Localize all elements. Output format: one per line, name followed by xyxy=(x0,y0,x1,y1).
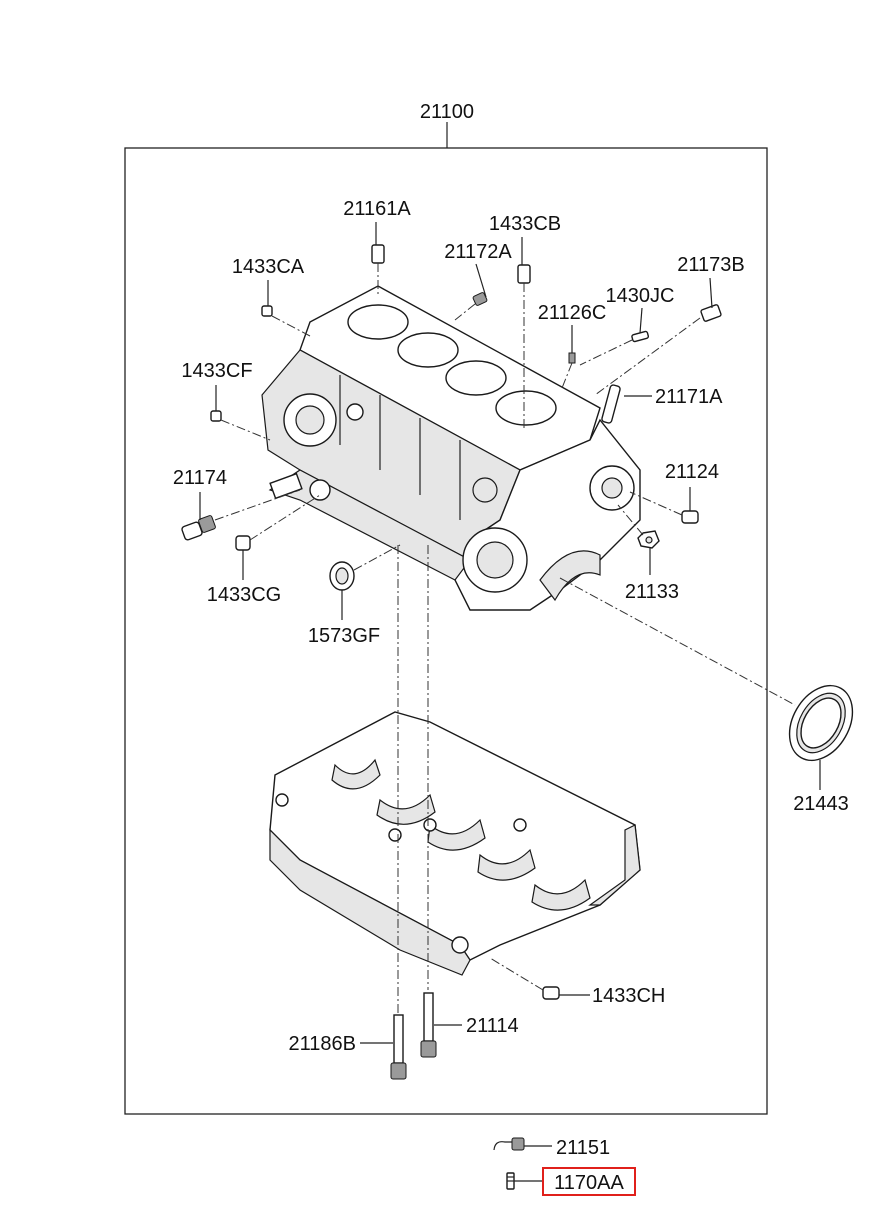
part-1433CB[interactable] xyxy=(517,264,531,284)
label-21126C[interactable]: 21126C xyxy=(538,302,607,324)
part-1433CF[interactable] xyxy=(210,410,222,422)
part-1170AA[interactable] xyxy=(506,1172,515,1190)
part-21171A[interactable] xyxy=(601,384,621,424)
label-21173B[interactable]: 21173B xyxy=(677,254,744,276)
part-21133[interactable] xyxy=(637,530,660,549)
part-21124[interactable] xyxy=(681,510,699,524)
label-21172A[interactable]: 21172A xyxy=(444,241,512,263)
part-21443[interactable] xyxy=(777,674,865,771)
assembly-frame xyxy=(124,147,768,1115)
part-1430JC[interactable] xyxy=(631,330,650,343)
part-21151[interactable] xyxy=(493,1137,525,1151)
label-21114[interactable]: 21114 xyxy=(466,1015,519,1037)
part-1433CA[interactable] xyxy=(261,305,273,317)
part-21126C[interactable] xyxy=(568,352,576,364)
label-21174[interactable]: 21174 xyxy=(173,467,227,489)
part-1433CH[interactable] xyxy=(542,986,560,1000)
label-21124[interactable]: 21124 xyxy=(665,461,719,483)
label-1430JC[interactable]: 1430JC xyxy=(606,285,675,307)
part-21173B[interactable] xyxy=(700,304,722,322)
label-1433CB[interactable]: 1433CB xyxy=(489,213,561,235)
part-21174[interactable] xyxy=(181,515,216,541)
label-1433CG[interactable]: 1433CG xyxy=(207,584,282,606)
label-21186B[interactable]: 21186B xyxy=(289,1033,356,1055)
label-21100[interactable]: 21100 xyxy=(420,101,474,123)
label-1433CH[interactable]: 1433CH xyxy=(592,985,665,1007)
part-1433CG[interactable] xyxy=(235,535,251,551)
highlight-box-1170AA xyxy=(542,1167,636,1196)
label-21133[interactable]: 21133 xyxy=(625,581,679,603)
label-1573GF[interactable]: 1573GF xyxy=(308,625,380,647)
label-21443[interactable]: 21443 xyxy=(793,793,849,815)
label-1433CA[interactable]: 1433CA xyxy=(232,256,305,278)
label-21161A[interactable]: 21161A xyxy=(343,198,411,220)
part-21186B[interactable] xyxy=(390,1014,407,1080)
label-21151[interactable]: 21151 xyxy=(556,1137,610,1159)
part-21114[interactable] xyxy=(420,992,437,1058)
bedplate[interactable] xyxy=(269,711,641,976)
label-21171A[interactable]: 21171A xyxy=(655,386,723,408)
label-1170AA[interactable]: 1170AA xyxy=(554,1172,624,1194)
label-1433CF[interactable]: 1433CF xyxy=(181,360,252,382)
cylinder-block[interactable] xyxy=(261,285,641,611)
part-1573GF[interactable] xyxy=(329,561,355,591)
part-21161A[interactable] xyxy=(371,244,385,264)
